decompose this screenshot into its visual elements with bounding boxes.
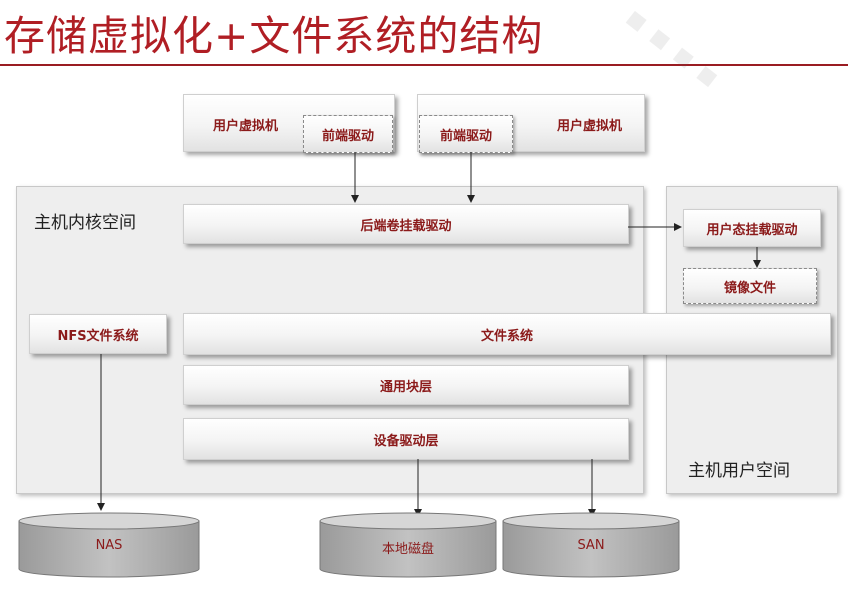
backend-volume-mount-driver[interactable]: 后端卷挂载驱动 [183, 204, 629, 244]
vm-left-frontend-driver[interactable]: 前端驱动 [303, 115, 393, 153]
page-title: 存储虚拟化+文件系统的结构 [4, 12, 544, 60]
vm-right-frontend-driver[interactable]: 前端驱动 [419, 115, 513, 153]
kernel-space-label: 主机内核空间 [34, 213, 136, 233]
disk-nas [18, 512, 200, 578]
user-space-label: 主机用户空间 [688, 461, 790, 481]
generic-block-layer[interactable]: 通用块层 [183, 365, 629, 405]
disk-local-label: 本地磁盘 [381, 542, 434, 557]
nfs-file-system[interactable]: NFS文件系统 [29, 314, 167, 354]
title-underline [0, 64, 848, 66]
image-file[interactable]: 镜像文件 [683, 268, 817, 304]
vm-right-label: 用户虚拟机 [557, 119, 623, 134]
disk-san-label: SAN [577, 538, 605, 553]
disk-nas-label: NAS [95, 538, 123, 553]
vm-left-label: 用户虚拟机 [213, 119, 279, 134]
device-driver-layer[interactable]: 设备驱动层 [183, 418, 629, 460]
disk-local [319, 512, 497, 578]
disk-san [502, 512, 680, 578]
user-mode-mount-driver[interactable]: 用户态挂载驱动 [683, 209, 821, 247]
file-system[interactable]: 文件系统 [183, 313, 831, 355]
